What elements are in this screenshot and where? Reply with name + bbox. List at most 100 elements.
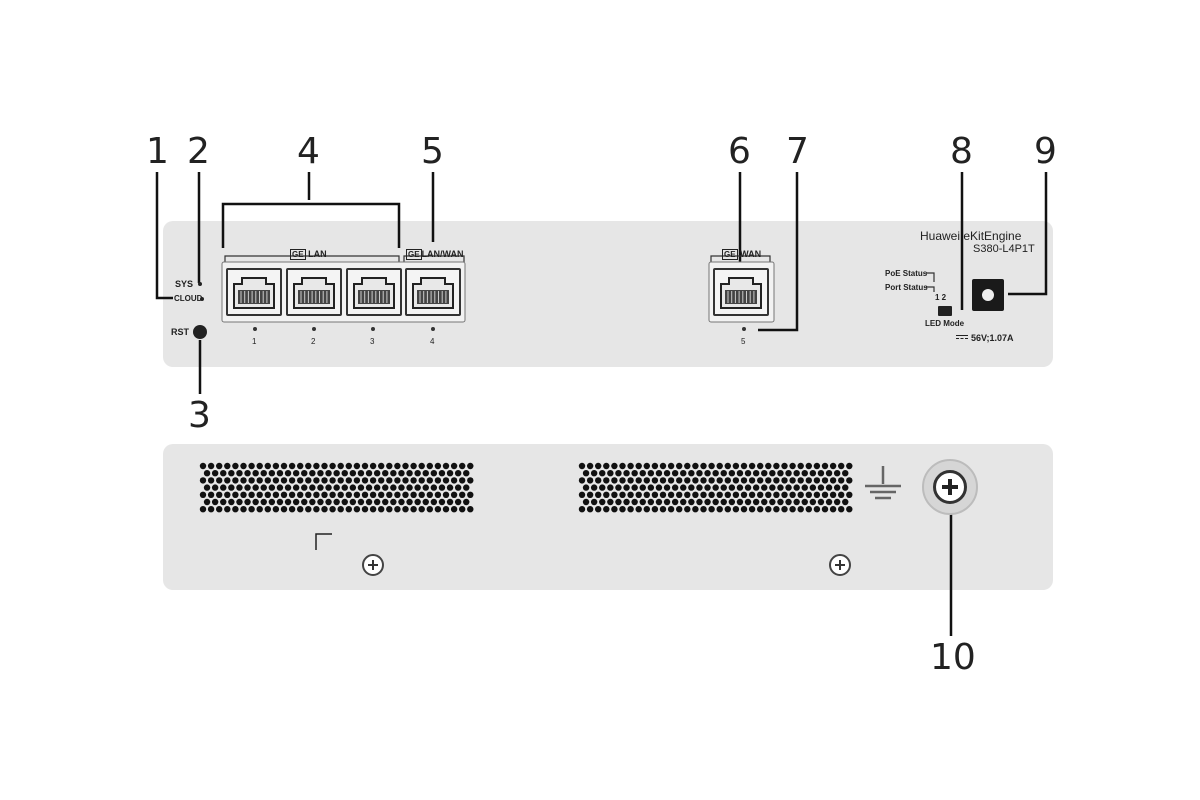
vent-hole: [821, 462, 829, 470]
vent-hole: [704, 498, 711, 506]
vent-hole: [216, 477, 223, 484]
vent-hole: [821, 477, 829, 484]
poe-status-tick: [926, 272, 935, 282]
sys-label: SYS: [175, 279, 194, 289]
vent-hole: [684, 462, 691, 470]
vent-hole: [825, 498, 833, 506]
vent-hole: [398, 484, 405, 491]
vent-hole: [240, 506, 247, 513]
vent-hole: [422, 498, 429, 506]
ethernet-port-3[interactable]: [346, 268, 402, 316]
vent-hole: [309, 470, 316, 477]
ethernet-port-4[interactable]: [405, 268, 461, 316]
vent-hole: [619, 506, 626, 513]
vent-hole: [603, 462, 610, 470]
vent-hole: [325, 470, 332, 477]
vent-hole: [426, 506, 433, 513]
vent-hole: [684, 491, 691, 498]
vent-hole: [838, 506, 845, 513]
power-connector[interactable]: [972, 279, 1004, 311]
vent-hole: [288, 477, 296, 484]
vent-hole: [595, 506, 602, 513]
vent-hole: [373, 484, 381, 491]
vent-hole: [382, 498, 389, 506]
vent-hole: [272, 462, 280, 470]
vent-hole: [220, 470, 227, 477]
power-rating: 56V;1.07A: [971, 333, 1014, 343]
power-socket-icon: [982, 289, 994, 301]
vent-hole: [667, 491, 675, 498]
port-number-2: 2: [311, 337, 316, 346]
vent-hole: [777, 470, 784, 477]
vent-hole: [627, 462, 634, 470]
vent-hole: [773, 491, 780, 498]
vent-hole: [765, 491, 772, 498]
vent-hole: [619, 462, 626, 470]
ground-icon: [865, 466, 901, 500]
vent-hole: [793, 470, 800, 477]
vent-hole: [582, 470, 590, 477]
vent-hole: [414, 484, 421, 491]
vent-hole: [611, 491, 618, 498]
vent-hole: [647, 498, 655, 506]
vent-hole: [268, 484, 276, 491]
vent-hole: [349, 470, 357, 477]
vent-hole: [220, 484, 227, 491]
vent-hole: [357, 470, 365, 477]
vent-hole: [353, 462, 361, 470]
vent-hole: [301, 470, 308, 477]
ethernet-port-5[interactable]: [713, 268, 769, 316]
vent-hole: [817, 470, 825, 477]
vent-hole: [297, 506, 304, 513]
vent-hole: [378, 506, 385, 513]
vent-hole: [305, 462, 312, 470]
vent-hole: [582, 484, 590, 491]
rj45-socket-icon: [411, 274, 455, 310]
callout-4: 4: [297, 131, 320, 172]
vent-hole: [426, 477, 433, 484]
vent-hole: [378, 491, 385, 498]
lan-ge-box: GE: [290, 249, 306, 260]
vent-hole: [345, 506, 352, 513]
vent-hole: [329, 477, 336, 484]
vent-hole: [264, 491, 271, 498]
vent-hole: [801, 470, 808, 477]
vent-hole: [789, 477, 796, 484]
vent-hole: [459, 462, 466, 470]
led-mode-switch[interactable]: [938, 306, 952, 316]
port-status-label: Port Status: [885, 283, 928, 292]
vent-hole: [410, 477, 417, 484]
vent-hole: [353, 491, 361, 498]
vent-hole: [292, 470, 300, 477]
vent-hole: [813, 477, 821, 484]
vent-hole: [748, 491, 756, 498]
reset-button[interactable]: [193, 325, 207, 339]
vent-hole: [418, 462, 425, 470]
vent-hole: [599, 498, 606, 506]
vent-hole: [696, 498, 703, 506]
vent-hole: [317, 498, 324, 506]
vent-hole: [765, 462, 772, 470]
ground-screw[interactable]: [922, 459, 978, 515]
vent-hole: [211, 484, 219, 491]
vent-hole: [781, 491, 788, 498]
vent-hole: [631, 470, 638, 477]
vent-hole: [615, 484, 622, 491]
vent-hole: [402, 477, 409, 484]
vent-hole: [809, 484, 817, 491]
vent-hole: [442, 506, 450, 513]
vent-hole: [248, 462, 255, 470]
lan-header-bracket: [224, 255, 400, 262]
vent-hole: [744, 470, 752, 477]
corner-mark: [315, 533, 332, 550]
vent-hole: [781, 506, 788, 513]
vent-hole: [244, 470, 251, 477]
ethernet-port-1[interactable]: [226, 268, 282, 316]
vent-hole: [369, 491, 377, 498]
vent-hole: [688, 470, 695, 477]
vent-hole: [256, 491, 263, 498]
ethernet-port-2[interactable]: [286, 268, 342, 316]
vent-hole: [586, 491, 594, 498]
vent-hole: [459, 491, 466, 498]
vent-hole: [586, 462, 594, 470]
